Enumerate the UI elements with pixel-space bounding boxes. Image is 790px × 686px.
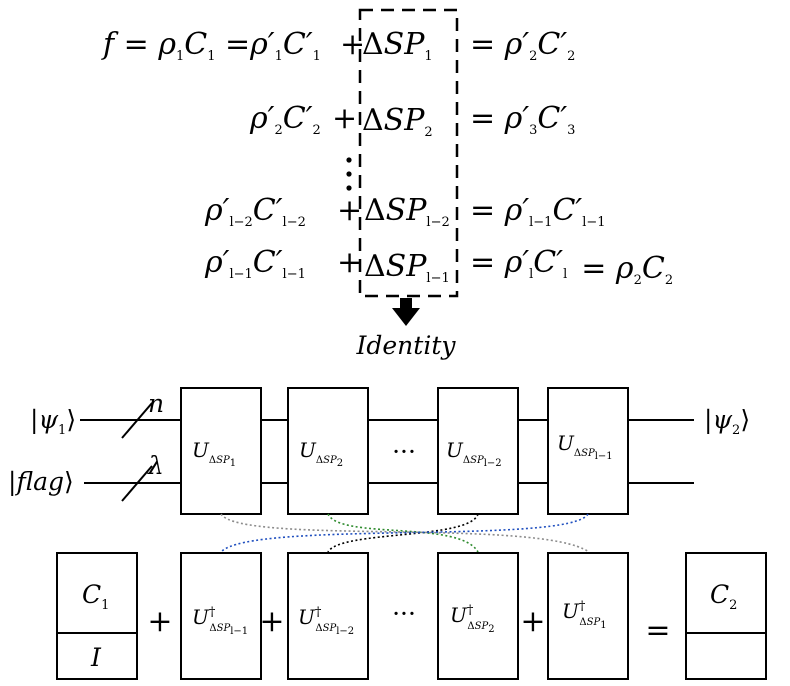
link-spl-2-to-dagger-spl-2 (327, 513, 479, 553)
gate-delta-sp2 (287, 387, 369, 515)
wire-n-label: n (148, 389, 164, 418)
wire-slash-n (121, 402, 153, 439)
matrix-c2-block (685, 552, 767, 680)
identity-arrow-head (392, 308, 420, 326)
gate-ellipsis-bg (376, 430, 432, 474)
eq-row3-plus: + (337, 193, 362, 228)
dagger-sp2-block (437, 552, 519, 680)
link-sp2-to-dagger-sp2 (327, 513, 479, 553)
eq-row1-delta: ΔSP1 (362, 27, 433, 64)
link-spl-1-to-dagger-spl-1 (220, 513, 589, 553)
eq-row4-plus: + (337, 245, 362, 280)
identity-arrow-shaft (400, 298, 412, 308)
matrix-ellipsis: ··· (392, 599, 416, 628)
matrix-equals: = (645, 613, 670, 648)
eq-row1-lhs: f = ρ1C1 =ρ′1C′1 (101, 27, 321, 64)
eq-row2-delta: ΔSP2 (362, 103, 433, 140)
equations-block: f = ρ1C1 =ρ′1C′1 + ΔSP1 = ρ′2C′2 ρ′2C′2 … (101, 8, 673, 360)
gate-delta-spl-1 (547, 387, 629, 515)
matrix-i-label: I (90, 643, 102, 672)
eq-row3-delta: ΔSPl−2 (364, 193, 450, 230)
identity-dashed-box (358, 8, 459, 298)
matrix-plus-3: + (520, 604, 545, 639)
circuit-block: n λ |ψ1⟩ |flag⟩ |ψ2⟩ UΔSP1 UΔSP2 ··· UΔS… (8, 387, 750, 515)
vdot-1 (346, 157, 352, 163)
eq-row2-plus: + (332, 101, 357, 136)
vdot-3 (346, 185, 352, 191)
eq-row2-rhs: = ρ′3C′3 (470, 101, 575, 138)
matrix-row-block: C1 I + + + U†ΔSPl−1 U†ΔSPl−2 ··· U†ΔSP2 … (56, 552, 767, 680)
eq-row4-delta: ΔSPl−1 (364, 249, 450, 286)
gate-delta-spl-2 (437, 387, 519, 515)
input-state-psi1: |ψ1⟩ (30, 405, 76, 438)
eq-row3-rhs: = ρ′l−1C′l−1 (470, 193, 606, 230)
matrix-c1-i-block (56, 552, 138, 680)
dagger-spl-2-block (287, 552, 369, 680)
wire-lambda-label: λ (147, 451, 164, 480)
gate-dagger-links (220, 513, 590, 553)
eq-row1-rhs: = ρ′2C′2 (470, 27, 575, 64)
eq-row4-lhs: ρ′l−1C′l−1 (204, 245, 306, 282)
eq-row3-lhs: ρ′l−2C′l−2 (204, 193, 306, 230)
eq-row2-lhs: ρ′2C′2 (249, 101, 321, 138)
matrix-plus-2: + (259, 604, 284, 639)
vdot-2 (346, 171, 352, 177)
dagger-sp1-block (547, 552, 629, 680)
dagger-spl-1-block (180, 552, 262, 680)
gate-ellipsis: ··· (392, 437, 416, 466)
gate-delta-sp1 (180, 387, 262, 515)
identity-label: Identity (356, 331, 457, 360)
output-state-psi2: |ψ2⟩ (704, 405, 750, 438)
matrix-plus-1: + (147, 604, 172, 639)
input-state-flag: |flag⟩ (8, 467, 74, 497)
eq-row4-rhs: = ρ′lC′l= ρ2C2 (470, 245, 673, 288)
link-sp1-to-dagger-sp1 (220, 513, 590, 553)
wire-slash-lambda (121, 465, 153, 502)
